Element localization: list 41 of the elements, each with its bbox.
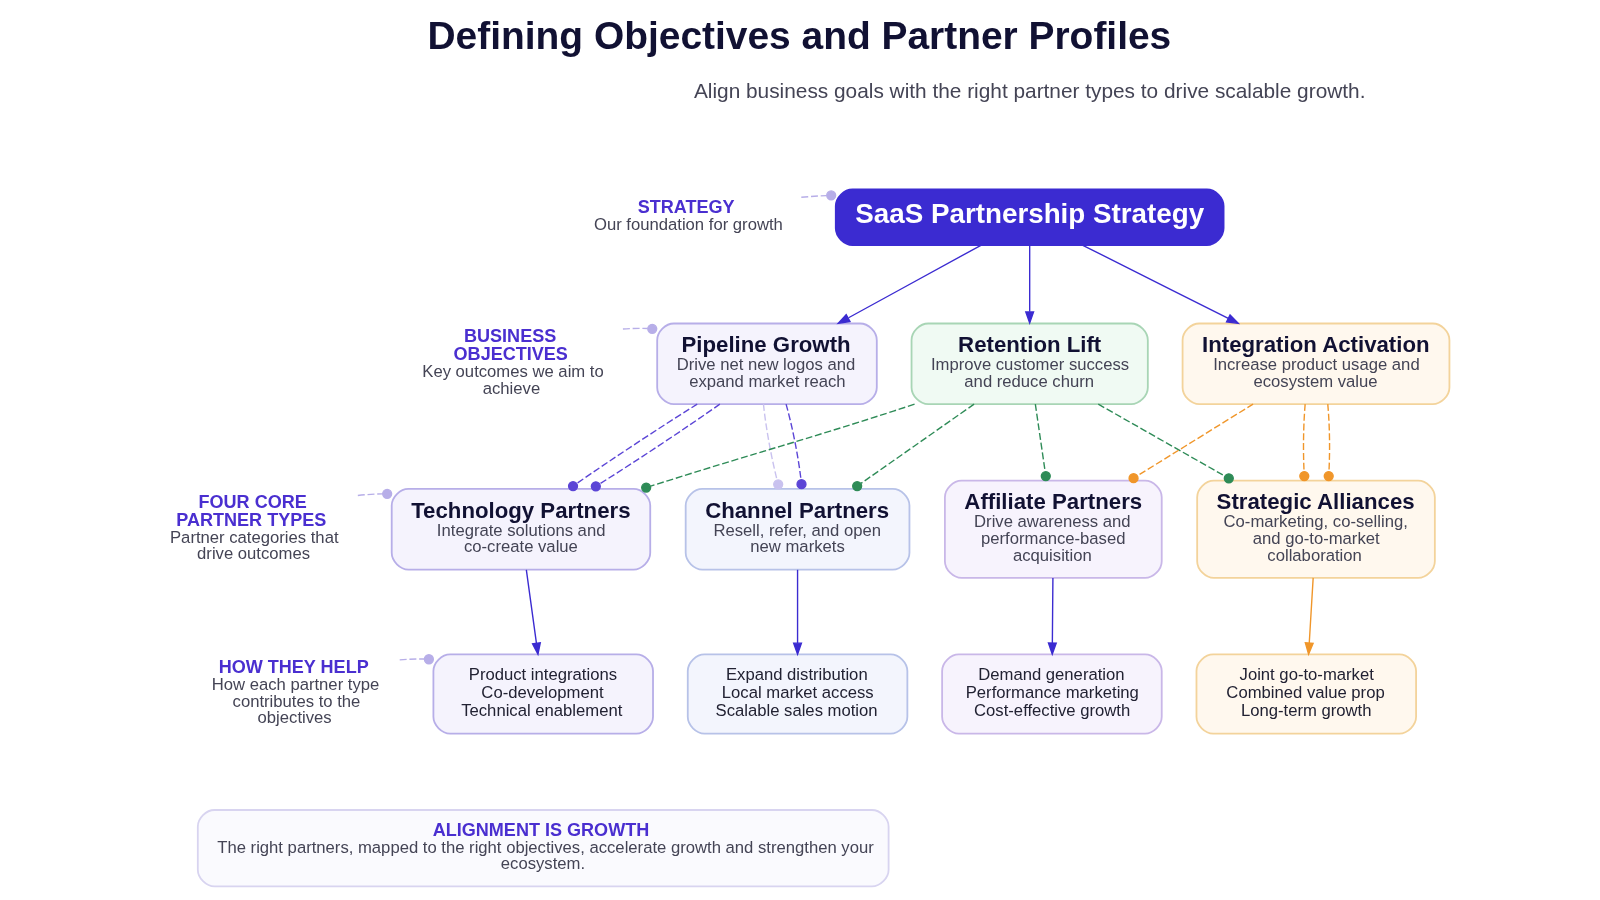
arrow [1024,244,1035,326]
node-text: BUSINESS OBJECTIVES Key outcomes we aim to achieve [422,326,604,398]
connector [399,654,435,665]
connector [590,403,721,492]
connector [567,403,698,492]
arrow [792,569,803,657]
connector [762,403,784,490]
node-box: Joint go-to-market Combined value prop Long-term growth [1195,653,1417,735]
node-box: Retention Lift Improve customer success and reduce churn [910,322,1149,406]
label: Align business goals with the right partner types to drive scalable growth. [693,78,1366,102]
connector [1128,403,1254,484]
node-box: Affiliate Partners Drive awareness and performance-based acquisition [944,479,1163,579]
connector [1034,403,1051,482]
node-box: Channel Partners Resell, refer, and open new markets [684,488,911,571]
connector [622,323,658,334]
arrow [836,244,982,325]
arrow [525,569,542,657]
node-box: ALIGNMENT IS GROWTH The right partners, mapped to the right objectives, accelerate growth and strengthen your ecosystem. [196,809,890,888]
arrow [1082,244,1241,325]
node-box: Integration Activation Increase product usage and ecosystem value [1181,322,1451,406]
connector [785,403,807,490]
connector [1097,403,1234,484]
node-box: Pipeline Growth Drive net new logos and expand market reach [656,322,878,406]
arrow [1304,577,1315,657]
connector [1323,403,1334,482]
arrow [1047,577,1058,657]
node-box: Technology Partners Integrate solutions and co-create value [390,488,652,571]
node-text: STRATEGY Our foundation for growth [593,196,783,234]
connector [641,403,916,493]
connector [357,488,393,499]
node-text: FOUR CORE PARTNER TYPES Partner categories that drive outcomes [170,491,339,564]
node-text: HOW THEY HELP How each partner type contributes to the objectives [211,656,380,728]
node-box: Product integrations Co-development Technical enablement [432,653,654,735]
connector [1299,403,1310,482]
connector [800,190,837,201]
node-box: SaaS Partnership Strategy [834,188,1225,246]
connector [852,403,975,492]
node-box: Demand generation Performance marketing Cost-effective growth [941,653,1163,735]
node-box: Strategic Alliances Co-marketing, co-selling, and go-to-market collaboration [1196,479,1436,579]
diagram-title: Defining Objectives and Partner Profiles [427,13,1172,57]
node-box: Expand distribution Local market access Scalable sales motion [686,653,909,735]
